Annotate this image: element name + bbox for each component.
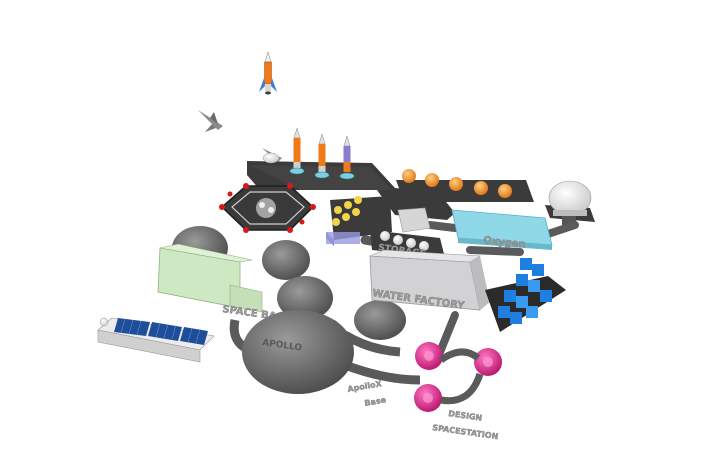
label-credit-line2: SPACESTATION [432,423,499,441]
dome-icon-2[interactable] [262,240,310,280]
label-maker-line2: Base [364,395,387,408]
pod-icon-1[interactable] [415,342,443,370]
gray-box[interactable] [397,207,431,233]
orange-lights-row [396,169,535,202]
corridor-tubes [229,221,579,385]
hexagon-landing-pad[interactable] [219,183,316,233]
rocket-icon-3[interactable] [339,135,355,180]
rocket-icon-1[interactable] [289,127,305,175]
pod-icon-3[interactable] [414,384,442,412]
pod-connector [438,348,481,363]
cube-icon [498,258,552,324]
yellow-reactor-block[interactable] [326,196,392,246]
flying-rocket-icon[interactable] [259,51,277,95]
dome-icon-4[interactable] [354,300,406,340]
pod-connector-2 [440,372,484,405]
radar-dome-icon[interactable] [545,180,595,226]
cube-storage-rack[interactable] [485,258,566,332]
label-credit-line1: DESIGN [448,409,483,423]
pod-icon-2[interactable] [474,348,502,376]
solar-panel-icon[interactable] [97,317,215,363]
jet-icon[interactable] [198,110,223,132]
label-maker-line1: ApolloX [347,379,383,394]
label-oxygen: Oxygen [483,235,526,250]
lab-module[interactable] [157,243,263,313]
dome-icon-3[interactable] [277,276,333,320]
apollo-dome-icon[interactable]: APOLLO [242,310,354,394]
rocket-icon-2[interactable] [314,133,330,179]
oxygen-tank[interactable]: Oxygen [451,209,553,251]
